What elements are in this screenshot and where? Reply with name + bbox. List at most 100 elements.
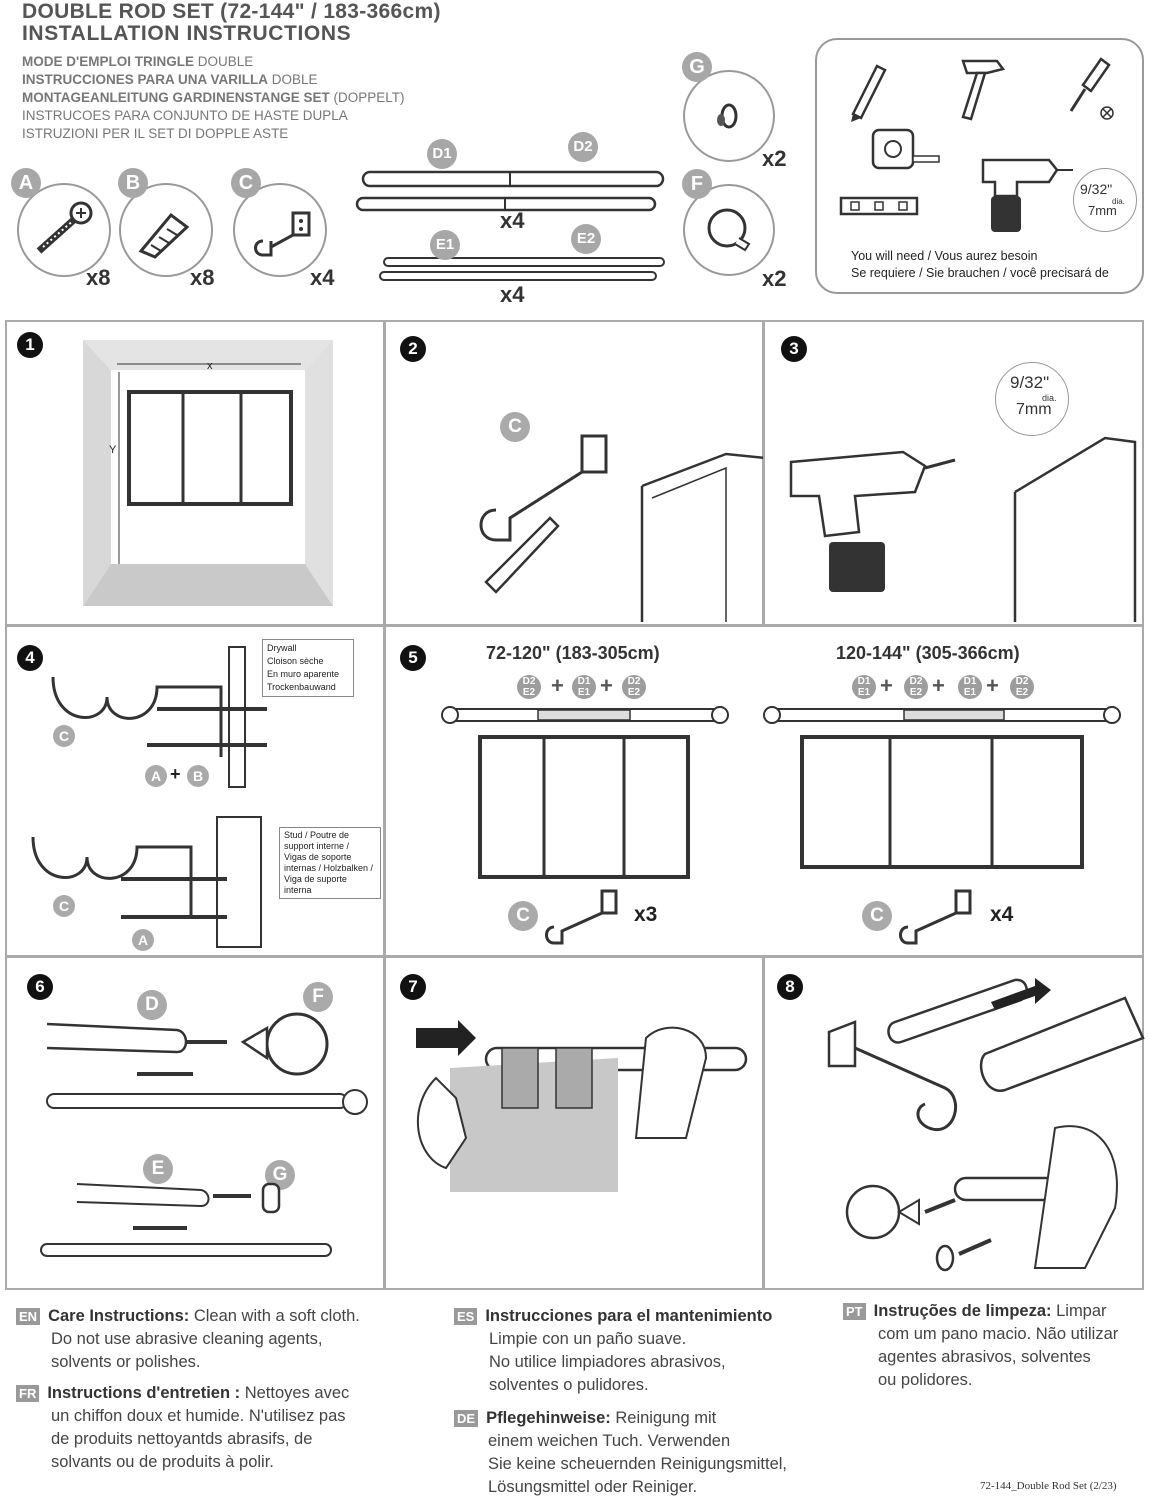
step-3-number: 3	[781, 336, 807, 362]
language-titles: MODE D'EMPLOI TRINGLE DOUBLE INSTRUCCION…	[22, 53, 405, 143]
step-6-badge-f: F	[303, 982, 333, 1012]
part-c-badge: C	[231, 168, 261, 198]
step-6-badge-e: E	[143, 1154, 173, 1184]
small-finial-icon	[717, 103, 738, 129]
step-5-number: 5	[400, 645, 426, 671]
step-4-badge-c2: C	[53, 895, 75, 917]
tools-panel: 9/32" dia. 7mm	[815, 38, 1144, 294]
rods-d-icon	[355, 170, 665, 212]
step-2-number: 2	[400, 336, 426, 362]
level-icon	[839, 196, 919, 216]
curtain-hang-illustration	[416, 1020, 748, 1192]
step-5-left-qty: x3	[634, 903, 658, 926]
part-a-qty: x8	[86, 265, 111, 290]
step-8-number: 8	[777, 974, 803, 1000]
right-seq-plus-1: +	[880, 673, 893, 698]
step-6-panel: 6 D F E G	[5, 956, 385, 1290]
hammer-icon	[961, 59, 1006, 121]
step-6-number: 6	[27, 974, 53, 1000]
page-footer: 72-144_Double Rod Set (2/23)	[980, 1480, 1117, 1492]
step-5-left-badge-c: C	[508, 901, 538, 931]
left-seq-plus-1: +	[551, 673, 564, 698]
part-e1-badge: E1	[430, 230, 460, 260]
step-6-badge-d: D	[137, 990, 167, 1020]
window-measure-icon	[83, 340, 333, 606]
drill-icon	[981, 158, 1073, 232]
tools-needed-text: You will need / Vous aurez besoin Se req…	[851, 249, 1109, 280]
step-4-badge-a2: A	[132, 929, 154, 951]
part-d1-badge: D1	[427, 139, 457, 169]
screw-icon	[36, 201, 93, 254]
lang-badge-fr: FR	[16, 1385, 40, 1402]
part-f-circle	[683, 184, 775, 276]
part-c-circle	[233, 183, 327, 277]
step-5-left-range: 72-120" (183-305cm)	[486, 643, 660, 663]
step-5-right-qty: x4	[990, 903, 1014, 926]
step-3-bit-circle: 9/32" dia. 7mm	[995, 362, 1069, 436]
step-1-number: 1	[17, 332, 43, 358]
part-c-qty: x4	[310, 265, 335, 290]
wall-mount-illustration	[31, 646, 267, 948]
measure-x-label: x	[207, 360, 213, 372]
title-line-2: INSTALLATION INSTRUCTIONS	[22, 22, 352, 45]
screwdriver-icon	[1069, 57, 1114, 120]
step-2-panel: 2 C	[384, 320, 768, 626]
step-4-badge-c1: C	[53, 725, 75, 747]
step-5-left-bracket-icon	[545, 889, 618, 945]
part-e2-badge: E2	[571, 224, 601, 254]
part-a-circle	[17, 183, 111, 277]
part-d-qty: x4	[500, 208, 525, 233]
right-seq-plus-3: +	[986, 673, 999, 698]
left-window-rod-illustration	[441, 706, 729, 879]
rods-e-icon	[379, 257, 665, 281]
step-5-panel: 5 72-120" (183-305cm) 120-144" (305-366c…	[384, 625, 1144, 957]
step-7-panel: 7	[384, 956, 764, 1290]
right-seq-plus-2: +	[932, 673, 945, 698]
lang-badge-en: EN	[16, 1308, 41, 1325]
wall-anchor-icon	[138, 212, 190, 259]
step-4-badge-a: A	[145, 765, 167, 787]
step-2-badge-c: C	[500, 412, 530, 442]
part-g-circle	[683, 70, 775, 162]
part-b-badge: B	[118, 168, 148, 198]
left-seq-plus-2: +	[600, 673, 613, 698]
title-line-1: DOUBLE ROD SET (72-144" / 183-366cm)	[22, 0, 441, 23]
rod-install-illustration	[827, 978, 1145, 1272]
part-e-qty: x4	[500, 282, 525, 307]
part-b-qty: x8	[190, 265, 215, 290]
lang-badge-de: DE	[454, 1410, 479, 1427]
part-g-qty: x2	[762, 146, 787, 171]
step-8-panel: 8	[763, 956, 1145, 1290]
ball-finial-icon	[707, 208, 751, 252]
tape-measure-icon	[871, 128, 940, 170]
bracket-icon	[254, 211, 311, 257]
step-5-right-badge-c: C	[862, 901, 892, 931]
step-7-number: 7	[400, 974, 426, 1000]
part-f-qty: x2	[762, 266, 787, 291]
step-4-number: 4	[17, 645, 43, 671]
pencil-icon	[851, 64, 887, 122]
step-3-panel: 3 9/32" dia. 7mm	[763, 320, 1144, 626]
step-4-plus: +	[170, 764, 181, 784]
lang-title-de: MONTAGEANLEITUNG GARDINENSTANGE SET (DOP…	[22, 90, 405, 105]
step-1-panel: 1 x Y	[5, 320, 385, 626]
lang-badge-pt: PT	[843, 1303, 866, 1320]
part-f-badge: F	[682, 169, 712, 199]
bracket-and-pencil-illustration	[479, 434, 768, 622]
step-5-right-bracket-icon	[899, 889, 972, 945]
part-g-badge: G	[682, 52, 712, 82]
part-b-circle	[119, 183, 213, 277]
finial-assembly-illustration	[40, 1012, 368, 1257]
